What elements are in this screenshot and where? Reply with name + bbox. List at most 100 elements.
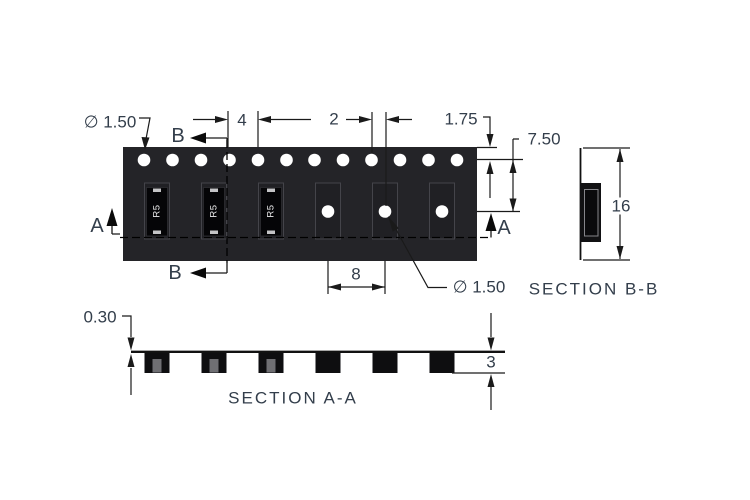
section-b-bottom-arrowhead	[190, 267, 206, 279]
component-3-terminal-top	[267, 188, 275, 192]
dim-arrowhead	[127, 337, 135, 351]
section-cut-lines	[120, 140, 490, 263]
sprocket-hole	[194, 153, 208, 167]
extension-lines	[583, 147, 630, 261]
component-2	[203, 187, 225, 237]
section-label-a-right: A	[497, 217, 511, 239]
dim-arrowhead	[258, 116, 271, 123]
dim-label-edge-to-hole: 1.75	[444, 109, 478, 129]
dim-arrowhead	[487, 374, 495, 387]
pocket-hole	[435, 205, 449, 218]
dim-shafts	[483, 116, 491, 198]
section-a-left-arrow-shaft	[111, 226, 120, 235]
dim-edge-to-hole	[477, 116, 523, 198]
sprocket-hole	[223, 153, 236, 167]
section-pocket-inner	[584, 189, 599, 237]
sprocket-hole	[251, 153, 265, 167]
pocket-hole	[321, 205, 335, 218]
dim-arrowhead	[328, 283, 341, 291]
dim-arrowhead	[215, 116, 228, 123]
component-1-terminal-bottom	[153, 230, 161, 234]
extension-lines	[371, 112, 387, 206]
dim-hole-to-pocket	[346, 112, 412, 206]
dim-hole-row-to-pocket-center	[477, 138, 520, 213]
section-label-b-top: B	[171, 125, 185, 147]
dim-arrowhead	[509, 160, 517, 173]
sprocket-hole	[422, 153, 435, 167]
dim-label-tape-thickness: 0.30	[83, 307, 117, 327]
section-a-left-arrowhead	[106, 208, 118, 226]
dim-shafts	[122, 315, 132, 395]
tape-body	[123, 147, 477, 261]
component-2-terminal-bottom	[210, 230, 218, 234]
dim-arrowhead	[386, 116, 399, 123]
sprocket-holes	[137, 153, 464, 167]
dim-label-sprocket-hole-diameter: ∅ 1.50	[83, 112, 137, 132]
section-label-b-bottom: B	[168, 262, 182, 284]
dim-arrowhead	[509, 198, 517, 212]
pocket-holes	[321, 205, 449, 218]
section-pocket-6	[429, 353, 455, 373]
section-arrows	[106, 132, 497, 279]
dim-label-hole-to-pocket: 2	[329, 109, 339, 129]
sprocket-hole	[365, 153, 378, 167]
dimension-graphics	[139, 111, 523, 294]
section-b-bottom-arrow-shaft	[206, 263, 228, 274]
component-3-terminal-bottom	[267, 230, 275, 234]
section-pocket-5	[372, 353, 398, 373]
dim-arrowhead	[372, 283, 385, 291]
section-pocket-4	[315, 353, 341, 373]
section-label-a-left: A	[90, 215, 104, 237]
section-b-top-arrowhead	[190, 132, 206, 144]
top-view-tape	[123, 147, 477, 261]
sprocket-hole	[450, 153, 464, 167]
dim-label-hole-pitch: 4	[237, 110, 247, 130]
component-marking-2: R5	[208, 204, 220, 218]
sprocket-hole	[336, 153, 350, 167]
component-2-terminal-top	[210, 188, 218, 192]
sprocket-hole	[137, 153, 151, 167]
leader-arrowhead	[141, 137, 150, 150]
dim-arrowhead	[486, 161, 494, 174]
sprocket-hole	[280, 153, 293, 167]
dim-tape-thickness	[122, 315, 135, 395]
leader-line	[139, 117, 151, 141]
component-1-terminal-top	[153, 188, 161, 192]
extension-lines	[327, 261, 386, 294]
sprocket-hole	[166, 153, 179, 167]
dim-arrowhead	[616, 246, 624, 259]
dim-arrowhead	[359, 116, 372, 123]
components	[146, 187, 282, 237]
section-component-1	[152, 359, 162, 373]
section-aa-view	[122, 313, 505, 410]
sprocket-hole	[393, 153, 407, 167]
dim-pocket-depth	[452, 313, 505, 410]
component-3	[260, 187, 282, 237]
dim-label-pocket-hole-diameter: ∅ 1.50	[452, 277, 506, 297]
leader-pocket-hole-dia	[388, 216, 447, 289]
dim-arrowhead	[616, 149, 624, 162]
dim-arrowhead	[127, 354, 135, 367]
leader-sprocket-hole-dia	[139, 117, 151, 150]
section-aa-components	[152, 359, 276, 373]
leader-line	[394, 227, 447, 289]
section-component-3	[266, 359, 276, 373]
sprocket-hole	[308, 153, 321, 167]
section-a-right-arrowhead	[485, 213, 497, 231]
caption-section-aa: SECTION A-A	[228, 388, 358, 408]
component-1	[146, 187, 168, 237]
dim-label-hole-row-to-pocket-center: 7.50	[527, 129, 561, 149]
section-b-top-arrow-shaft	[206, 137, 228, 147]
caption-section-bb: SECTION B-B	[528, 279, 660, 299]
dim-arrowhead	[487, 337, 495, 351]
dim-pocket-pitch	[327, 261, 386, 294]
section-aa-pockets	[144, 353, 455, 373]
dim-hole-pitch	[193, 111, 311, 147]
dim-label-pocket-depth: 3	[486, 352, 496, 372]
dim-label-tape-width: 16	[608, 197, 634, 215]
leader-arrowhead	[388, 216, 399, 232]
section-component-2	[209, 359, 219, 373]
extension-lines	[227, 111, 259, 147]
